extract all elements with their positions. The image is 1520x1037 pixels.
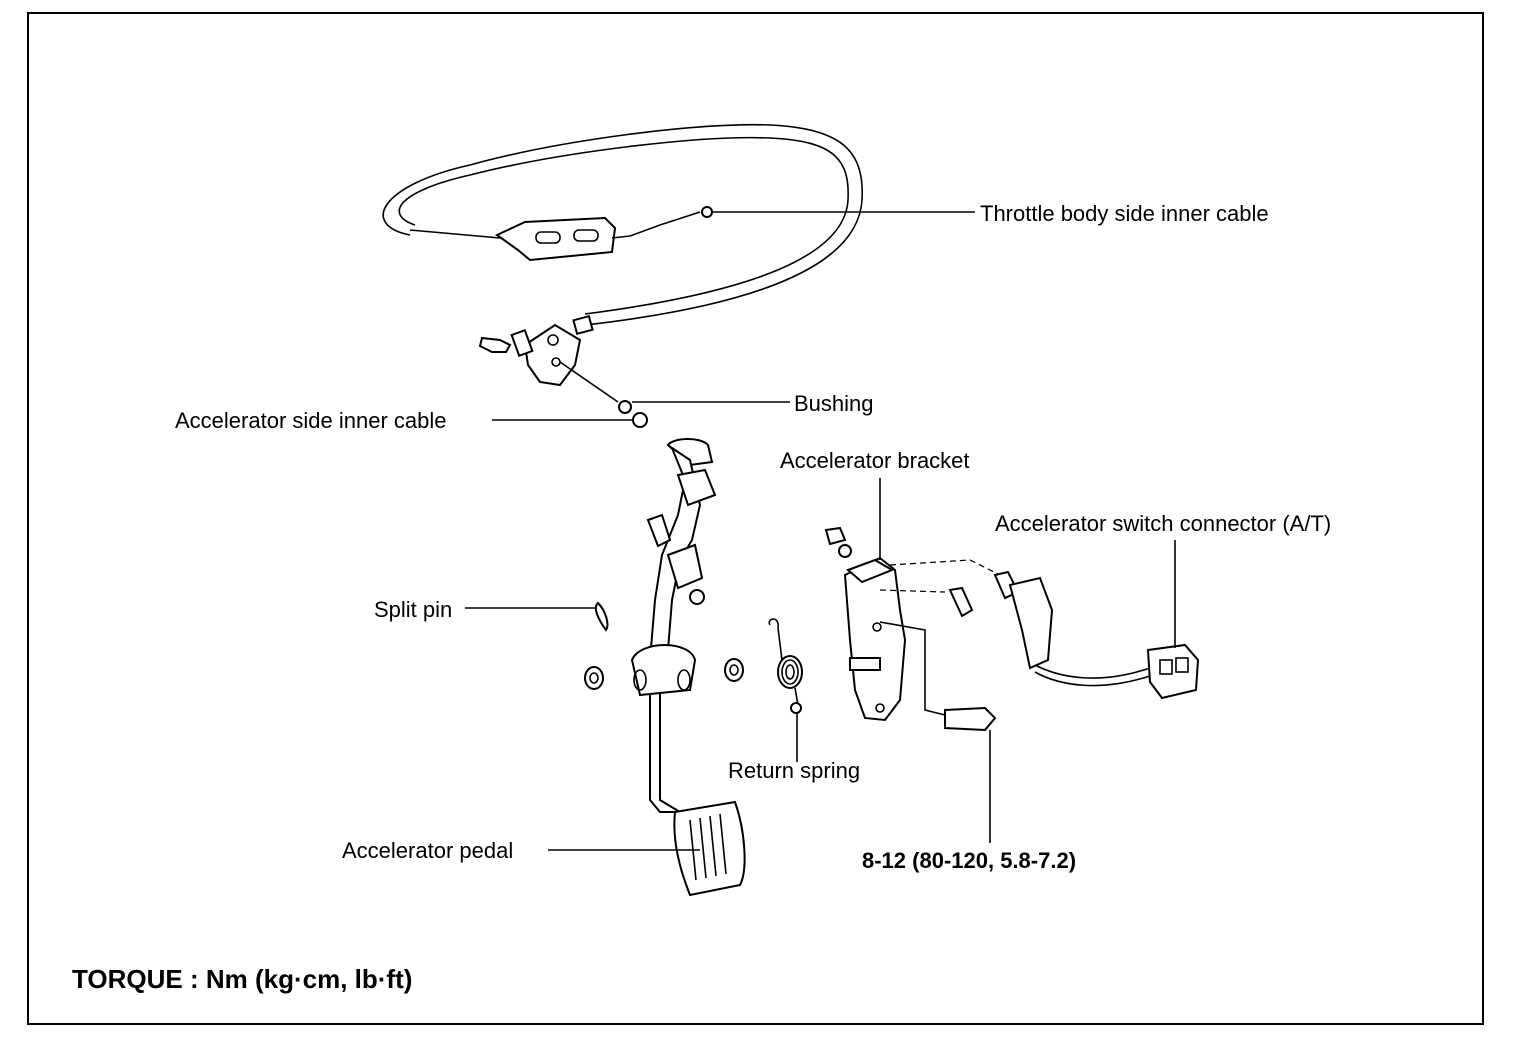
- cable-clamp-bracket: [495, 216, 617, 262]
- label-accel-side-cable: Accelerator side inner cable: [175, 408, 446, 433]
- label-torque-value: 8-12 (80-120, 5.8-7.2): [862, 848, 1076, 873]
- label-bushing: Bushing: [794, 391, 874, 416]
- bushing-part: [618, 400, 632, 414]
- accelerator-bracket-part: [824, 526, 1001, 732]
- torque-note: TORQUE : Nm (kg·cm, lb·ft): [72, 964, 412, 994]
- label-return-spring: Return spring: [728, 758, 860, 783]
- pedal-pad: [673, 800, 746, 897]
- accelerator-cable: [382, 123, 863, 336]
- accel-cable-end: [632, 412, 648, 428]
- label-accel-pedal: Accelerator pedal: [342, 838, 513, 863]
- accelerator-switch-part: [993, 570, 1200, 700]
- cable-end-bracket: [478, 323, 648, 428]
- throttle-cable-end: [701, 206, 713, 218]
- return-spring-part: [768, 618, 803, 714]
- pedal-pivot-boss: [630, 644, 697, 697]
- split-pin-part: [594, 601, 609, 632]
- label-split-pin: Split pin: [374, 597, 452, 622]
- label-switch-connector: Accelerator switch connector (A/T): [995, 511, 1331, 536]
- label-throttle-cable: Throttle body side inner cable: [980, 201, 1269, 226]
- washers: [584, 658, 744, 690]
- pedal-arm: [630, 438, 717, 813]
- bracket-bolt: [944, 706, 997, 732]
- diagram-frame: [27, 12, 1484, 1025]
- label-accel-bracket: Accelerator bracket: [780, 448, 970, 473]
- switch-connector-plug: [1146, 643, 1200, 700]
- leader-lines: [465, 211, 1176, 851]
